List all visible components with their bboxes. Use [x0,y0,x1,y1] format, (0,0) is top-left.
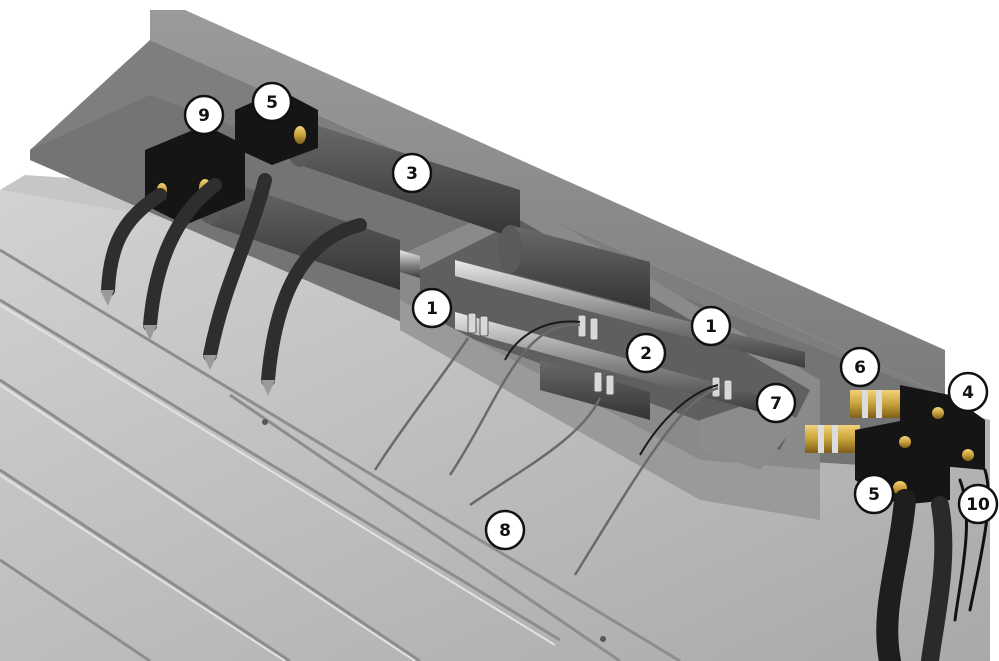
svg-text:5: 5 [868,485,880,505]
sensor-wires [373,323,719,576]
callout-9: 9 [183,94,225,136]
callout-6: 6 [839,346,881,388]
svg-text:7: 7 [770,394,782,414]
callout-4: 4 [947,371,989,413]
sensor-wires-dark [504,320,719,456]
left-hoses [101,173,367,387]
callout-3: 3 [391,152,433,194]
svg-text:9: 9 [198,106,210,126]
svg-text:5: 5 [266,93,278,113]
svg-text:1: 1 [705,317,717,337]
pipe-clamps [467,312,733,401]
callout-5-bottom: 5 [853,473,895,515]
callout-5-top: 5 [251,81,293,123]
svg-text:4: 4 [962,383,974,403]
svg-text:2: 2 [640,344,652,364]
callout-8: 8 [484,509,526,551]
svg-text:8: 8 [499,521,511,541]
right-fittings [805,390,900,453]
hose-tips [100,290,275,396]
svg-text:1: 1 [426,299,438,319]
callout-1-left: 1 [411,287,453,329]
callout-10: 10 [957,483,999,525]
svg-text:6: 6 [854,358,866,378]
callout-2: 2 [625,332,667,374]
svg-text:10: 10 [966,495,990,515]
callout-1-right: 1 [690,305,732,347]
svg-text:3: 3 [406,164,418,184]
callouts: 1 1 2 3 4 5 5 6 [183,81,999,551]
callout-7: 7 [755,382,797,424]
